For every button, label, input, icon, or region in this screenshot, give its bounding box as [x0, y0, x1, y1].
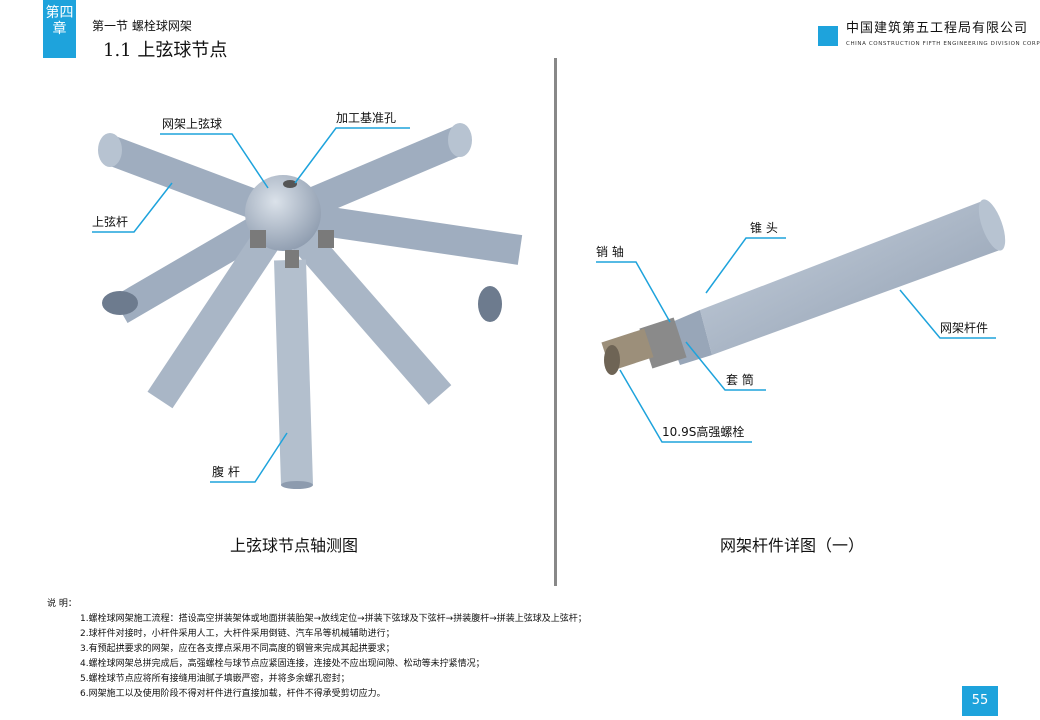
note-item: 3.有预起拱要求的网架，应在各支撑点采用不同高度的钢管来完成其起拱要求； [80, 644, 395, 654]
company-name: 中国建筑第五工程局有限公司 [846, 21, 1029, 36]
label-web: 腹 杆 [212, 465, 240, 479]
note-item: 2.球杆件对接时，小杆件采用人工，大杆件采用倒链、汽车吊等机械辅助进行； [80, 629, 395, 639]
company-logo-icon [818, 26, 838, 46]
label-cone: 锥 头 [750, 221, 778, 235]
note-item: 6.网架施工以及使用阶段不得对杆件进行直接加载，杆件不得承受剪切应力。 [80, 689, 386, 699]
note-item: 5.螺栓球节点应将所有接缝用油腻子填嵌严密，并将多余螺孔密封； [80, 674, 350, 684]
chapter-badge: 第四章 [43, 0, 76, 58]
ball-joint-drawing [98, 123, 523, 489]
divider [554, 58, 557, 586]
note-item: 4.螺栓球网架总拼完成后，高强螺栓与球节点应紧固连接，连接处不应出现间隙、松动等… [80, 659, 485, 669]
label-member: 网架杆件 [940, 321, 989, 335]
leader-lines [92, 127, 996, 483]
section-title: 第一节 螺栓球网架 [92, 19, 192, 33]
notes-heading: 说 明： [47, 599, 77, 609]
label-hole: 加工基准孔 [336, 111, 397, 125]
page-number: 55 [962, 686, 998, 716]
caption-right: 网架杆件详图（一） [720, 536, 865, 555]
label-chord: 上弦杆 [92, 215, 129, 229]
page-title: 1.1 上弦球节点 [103, 40, 228, 61]
member-drawing [601, 199, 1006, 375]
label-pin: 销 轴 [596, 245, 624, 259]
label-sleeve: 套 筒 [726, 373, 754, 387]
label-bolt: 10.9S高强螺栓 [662, 425, 745, 439]
company-name-en: CHINA CONSTRUCTION FIFTH ENGINEERING DIV… [846, 41, 1040, 47]
caption-left: 上弦球节点轴测图 [230, 536, 359, 555]
note-item: 1.螺栓球网架施工流程：搭设高空拼装架体或地面拼装胎架→放线定位→拼装下弦球及下… [80, 614, 587, 624]
notes: 说 明： 1.螺栓球网架施工流程：搭设高空拼装架体或地面拼装胎架→放线定位→拼装… [47, 597, 587, 702]
label-ball: 网架上弦球 [162, 117, 223, 131]
